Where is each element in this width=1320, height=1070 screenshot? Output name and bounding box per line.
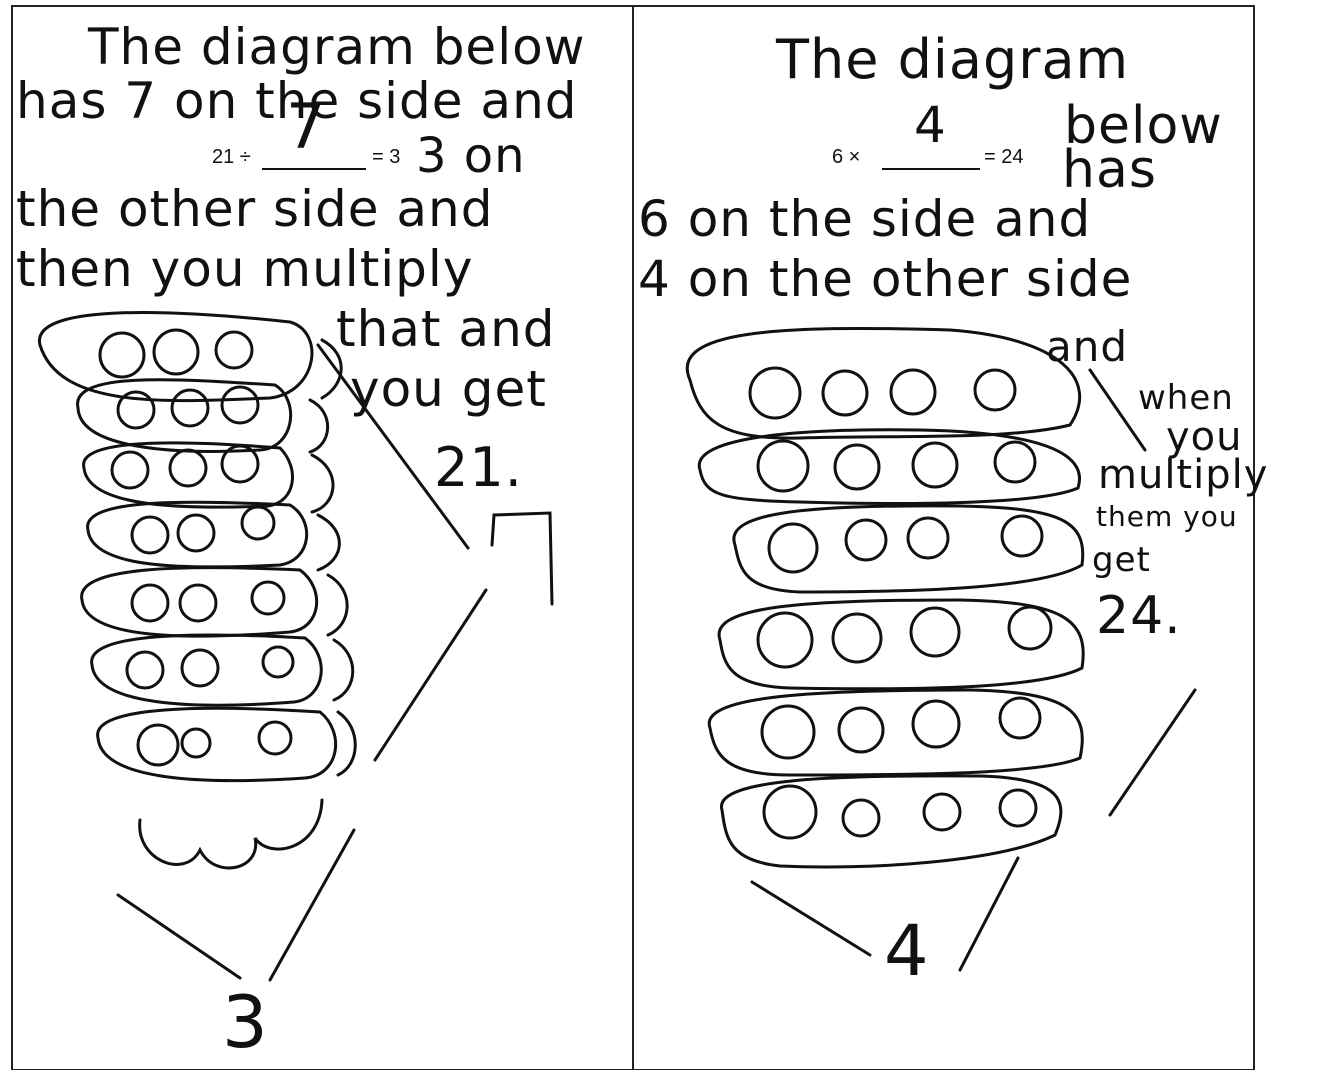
right-equation-prefix: 6 × <box>832 146 860 169</box>
left-equation-suffix: = 3 <box>372 146 400 169</box>
left-explanation-line-6: that and <box>336 300 556 358</box>
left-counters <box>100 330 293 765</box>
right-explanation-line-12: 24. <box>1096 586 1182 646</box>
left-group-oval <box>98 708 336 780</box>
left-explanation-line-4: the other side and <box>16 180 493 238</box>
right-explanation-line-5: 4 on the other side <box>638 250 1132 308</box>
right-equation-suffix: = 24 <box>984 146 1023 169</box>
right-explanation-line-4: 6 on the side and <box>638 190 1091 248</box>
left-side-seven-mark <box>492 513 552 604</box>
left-group-oval <box>82 568 317 637</box>
left-equation-answer: 7 <box>286 90 325 163</box>
right-explanation-line-7: when <box>1138 378 1234 418</box>
left-group-oval <box>88 502 307 567</box>
right-explanation-line-9: multiply <box>1098 452 1268 498</box>
left-group-oval <box>39 313 311 401</box>
right-group-oval <box>719 600 1083 689</box>
right-explanation-line-11: get <box>1092 540 1151 580</box>
right-group-oval <box>687 328 1079 438</box>
right-array-diagram <box>687 328 1195 970</box>
left-explanation-line-5: then you multiply <box>16 240 473 298</box>
left-explanation-line-8: 21. <box>434 436 523 499</box>
right-explanation-line-10: them you <box>1096 500 1238 533</box>
left-explanation-line-7: you get <box>350 360 547 418</box>
left-explanation-line-1: The diagram below <box>88 18 586 76</box>
right-equation-answer: 4 <box>914 96 946 154</box>
left-bottom-dimension-label: 3 <box>222 980 268 1064</box>
right-bottom-dimension-label: 4 <box>884 910 929 992</box>
right-group-oval <box>709 690 1082 775</box>
right-explanation-line-6: and <box>1046 322 1128 371</box>
left-group-oval <box>84 443 293 507</box>
left-explanation-line-3: 3 on <box>416 128 526 184</box>
right-group-oval <box>699 430 1079 504</box>
left-equation-prefix: 21 ÷ <box>212 146 251 169</box>
right-explanation-line-1: The diagram <box>776 28 1129 91</box>
right-group-oval <box>721 776 1060 867</box>
